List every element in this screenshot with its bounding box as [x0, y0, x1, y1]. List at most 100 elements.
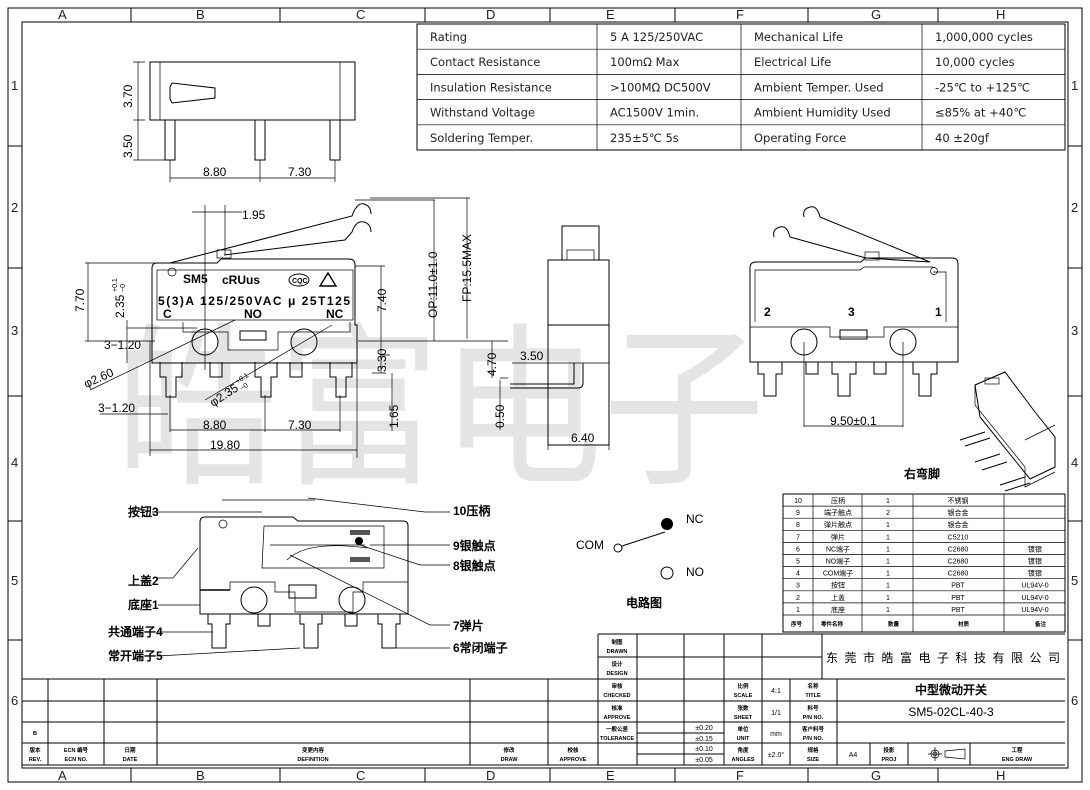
grid-column-label-bottom: A [58, 768, 67, 783]
bom-cell: 1 [886, 559, 890, 566]
label-scale-cn: 比例 [737, 682, 749, 690]
rev-header-cn: 修改 [502, 746, 515, 754]
bom-cell: NC端子 [826, 544, 850, 553]
rear-view: 2 3 1 9.50±0.1 [749, 206, 959, 428]
grid-row-label-right: 5 [1071, 573, 1078, 588]
label-pn-cn: 料号 [807, 704, 819, 712]
size-value: A4 [849, 752, 858, 759]
bom-cell: 银合金 [948, 520, 969, 529]
grid-row-label-left: 4 [11, 455, 18, 470]
spec-label: Ambient Humidity Used [754, 106, 891, 120]
dim-top-pitch2: 7.30 [288, 165, 312, 179]
dim-side-pin: 3.50 [520, 349, 544, 363]
grid-row-label-right: 4 [1071, 455, 1078, 470]
bom-cell: 1 [886, 583, 890, 590]
bom-cell: 1 [886, 498, 890, 505]
bom-header: 零件名称 [820, 620, 844, 628]
tolerance-value: ±0.05 [695, 757, 713, 764]
label-approve-cn: 核准 [611, 704, 623, 712]
grid-row-label-right: 6 [1071, 693, 1078, 708]
side-view: 3.50 6.40 [510, 225, 610, 450]
bom-cell: C2680 [948, 571, 969, 578]
label-sheet-cn: 张数 [737, 704, 749, 712]
spec-value: ≤85% at +40℃ [935, 106, 1026, 120]
callout-lever: 10压柄 [453, 503, 490, 518]
spec-label: Withstand Voltage [430, 106, 535, 120]
bom-header: 材质 [958, 620, 970, 628]
grid-column-label-top: A [58, 7, 67, 22]
bom-cell: 1 [886, 522, 890, 529]
bom-cell: 弹片触点 [824, 520, 852, 529]
label-design: DESIGN [606, 671, 627, 677]
bom-cell: 3 [796, 583, 800, 590]
label-nc: NC [326, 307, 344, 321]
company-name: 东莞市皓富电子科技有限公司 [826, 650, 1060, 665]
dim-hole-tol-plus: +0.1 [112, 278, 119, 292]
grid-column-label-bottom: C [356, 768, 365, 783]
bom-cell: 1 [886, 546, 890, 553]
grid-column-label-bottom: B [196, 768, 205, 783]
spec-label: Mechanical Life [754, 30, 843, 44]
bom-cell: PBT [951, 595, 965, 602]
rev-header: DEFINITION [297, 757, 328, 763]
callout-contact-8: 8银触点 [453, 558, 496, 573]
spec-label: Insulation Resistance [430, 80, 552, 94]
bom-cell: COM端子 [823, 569, 853, 578]
dim-lever-offset: 1.95 [242, 208, 266, 222]
grid-column-label-top: G [871, 7, 881, 22]
circuit-title: 电路图 [626, 595, 662, 610]
bom-header: 数量 [888, 620, 900, 628]
spec-value: AC1500V 1min. [610, 106, 699, 120]
internal-section-view: 按钮3 上盖2 底座1 共通端子4 常开端子5 10压柄 9银触点 8银触点 7… [108, 497, 508, 663]
label-sheet: SHEET [734, 715, 753, 721]
tolerance-value: ±0.20 [695, 725, 713, 732]
dim-top-pin: 3.50 [121, 134, 135, 158]
label-drawn: DRAWN [607, 649, 628, 655]
dim-hole-dia-a: φ2.60 [82, 365, 116, 391]
label-approve-check: APPROVE [560, 757, 587, 763]
label-approve: APPROVE [604, 715, 631, 721]
circuit-no: NO [686, 565, 704, 579]
dim-hole-height: 2.35 +0.1 −0 [112, 278, 127, 318]
rev-header: ECN NO. [65, 757, 88, 763]
spec-value: 235±5℃ 5s [610, 131, 679, 145]
spec-value: 100mΩ Max [610, 55, 680, 69]
bom-cell: 8 [796, 522, 800, 529]
bom-cell: 10 [794, 498, 802, 505]
spec-value: -25℃ to +125℃ [935, 80, 1030, 94]
bom-cell: 2 [886, 510, 890, 517]
watermark-text: 皓富电子 [115, 309, 765, 512]
bom-cell: 1 [886, 607, 890, 614]
callout-cover: 上盖2 [128, 573, 159, 588]
bom-cell: UL94V-0 [1021, 595, 1048, 602]
rev-header-cn: 版本 [28, 746, 41, 754]
dim-pin-offset: 4.70 [485, 352, 499, 376]
circuit-nc: NC [686, 512, 704, 526]
rev-header-cn: 变更内容 [302, 746, 325, 754]
dim-length: 19.80 [210, 438, 240, 452]
grid-row-label-right: 3 [1071, 323, 1078, 338]
rev-letter: B [33, 731, 37, 737]
label-checked: CHECKED [603, 693, 630, 699]
dim-pitch2: 7.30 [288, 418, 312, 432]
bom-cell: 弹片 [831, 532, 845, 541]
dim-pin-width-b: 3−1.20 [98, 401, 135, 415]
bom-cell: 按钮 [831, 581, 845, 590]
dim-top-height: 3.70 [121, 84, 135, 108]
callout-contact-9: 9银触点 [453, 538, 496, 553]
bom-cell: 4 [796, 571, 800, 578]
grid-column-label-top: H [996, 7, 1005, 22]
bom-cell: 7 [796, 534, 800, 541]
label-projection-cn: 投影 [883, 746, 895, 754]
label-title-cn: 名称 [807, 682, 819, 690]
part-number-value: SM5-02CL-40-3 [908, 705, 994, 719]
spec-label: Ambient Temper. Used [754, 80, 884, 94]
spec-label: Rating [430, 30, 467, 44]
grid-column-label-top: F [736, 7, 744, 22]
isometric-view: 右弯脚 [903, 371, 1056, 492]
bom-cell: 端子触点 [824, 508, 852, 517]
grid-row-label-left: 3 [11, 323, 18, 338]
dim-width: 6.40 [571, 431, 595, 445]
bom-cell: 1 [886, 595, 890, 602]
